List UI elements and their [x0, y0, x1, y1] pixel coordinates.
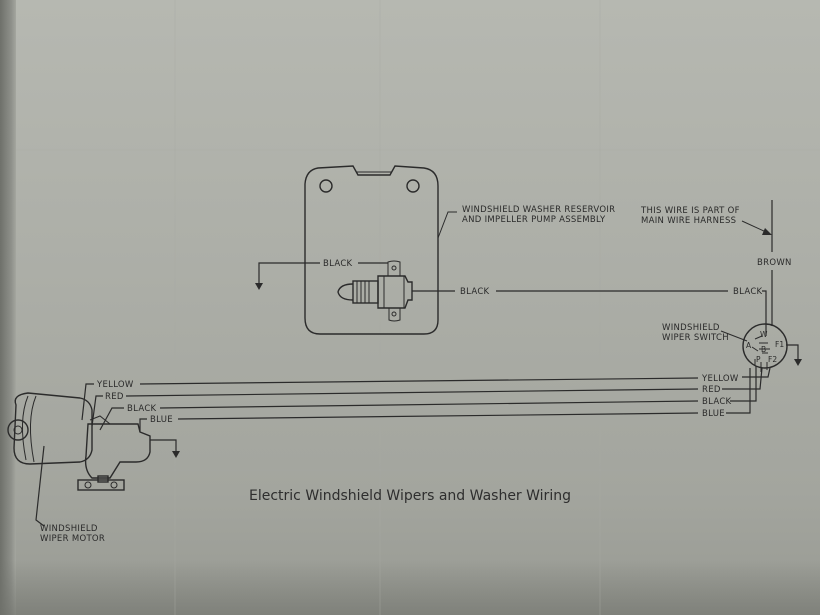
switch-blue-label: BLUE — [702, 409, 725, 419]
harness-label-line2: MAIN WIRE HARNESS — [641, 216, 736, 226]
impeller-pump — [337, 260, 416, 322]
pump-feed-wire — [412, 290, 767, 336]
terminal-p: P — [756, 355, 761, 364]
motor-black-label: BLACK — [127, 404, 157, 414]
harness-brown-wire — [741, 200, 773, 318]
switch-leader — [720, 330, 748, 342]
pump-feed-black-label: BLACK — [460, 287, 490, 297]
switch-black-label: BLACK — [733, 287, 763, 297]
switch-yellow-label: YELLOW — [701, 374, 739, 384]
motor-leader — [35, 445, 45, 527]
wiper-motor — [7, 392, 151, 491]
motor-yellow-label: YELLOW — [96, 380, 134, 390]
terminal-b: B — [761, 345, 766, 354]
pump-ground-wire — [255, 262, 388, 290]
motor-label-line2: WIPER MOTOR — [40, 534, 105, 544]
reservoir-leader — [437, 211, 457, 239]
diagram-caption: Electric Windshield Wipers and Washer Wi… — [249, 488, 571, 504]
motor-switch-harness — [125, 366, 771, 420]
reservoir-label-line1: WINDSHIELD WASHER RESERVOIR — [462, 205, 615, 215]
harness-label-line1: THIS WIRE IS PART OF — [640, 206, 740, 216]
terminal-f1: F1 — [775, 340, 784, 349]
terminal-w: W — [760, 330, 768, 339]
page-binding-edge — [0, 0, 16, 615]
motor-red-label: RED — [105, 392, 124, 402]
washer-reservoir — [304, 165, 439, 335]
reservoir-label-line2: AND IMPELLER PUMP ASSEMBLY — [462, 215, 606, 225]
pump-ground-black-label: BLACK — [323, 259, 353, 269]
switch-black2-label: BLACK — [702, 397, 732, 407]
page-grid — [16, 0, 820, 615]
motor-blue-label: BLUE — [150, 415, 173, 425]
page-shadow — [0, 560, 820, 615]
terminal-f2: F2 — [768, 355, 777, 364]
motor-leads — [81, 383, 180, 458]
switch-red-label: RED — [702, 385, 721, 395]
terminal-a: A — [746, 341, 752, 350]
switch-label-line1: WINDSHIELD — [662, 323, 720, 333]
brown-wire-label: BROWN — [757, 258, 792, 268]
wiper-switch — [742, 318, 802, 372]
motor-label-line1: WINDSHIELD — [40, 524, 98, 534]
switch-label-line2: WIPER SWITCH — [662, 333, 729, 343]
